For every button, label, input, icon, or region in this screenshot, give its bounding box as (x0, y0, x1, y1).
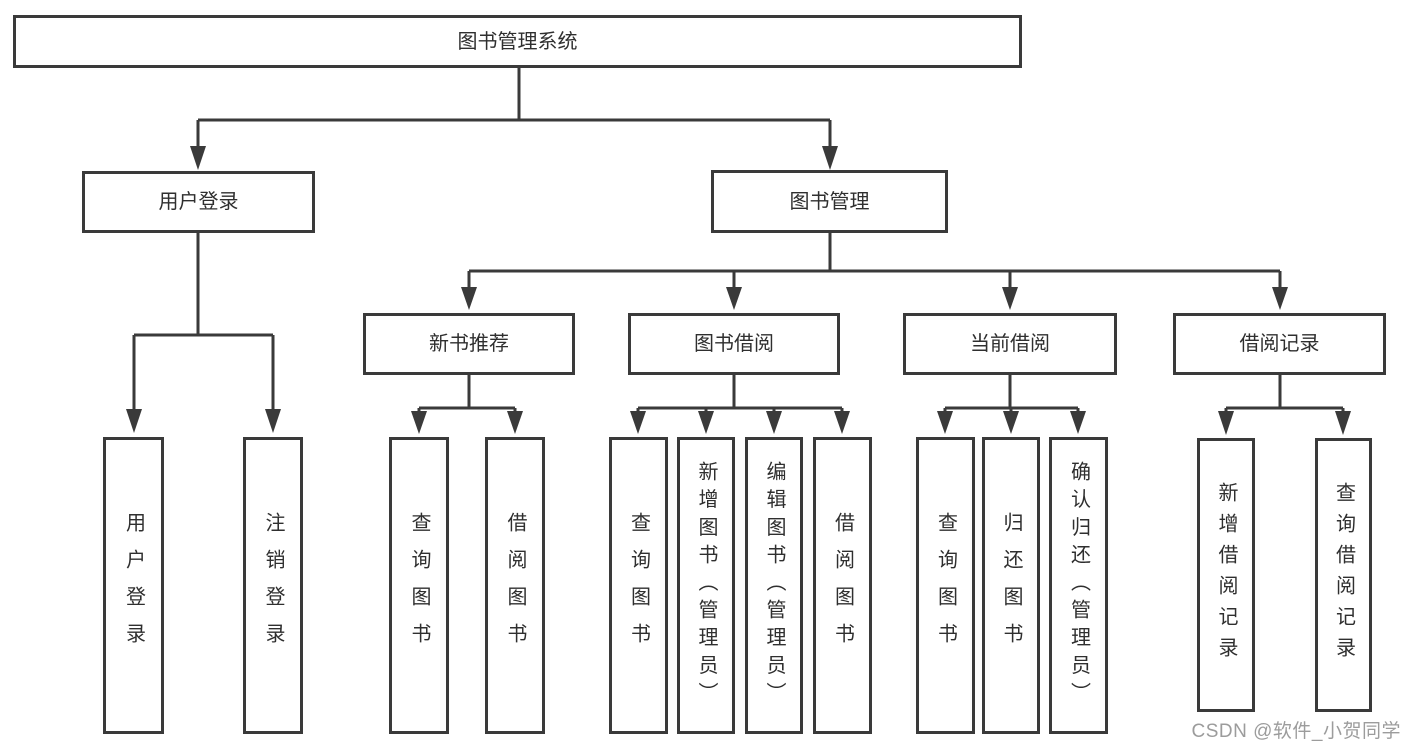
leaf-add-borrow-record: 新增借阅记录 (1197, 438, 1255, 712)
leaf-confirm-return-admin: 确认归还（管理员） (1049, 437, 1108, 734)
node-book-borrow-label: 图书借阅 (694, 333, 774, 355)
arrowhead-icon (1335, 411, 1351, 435)
arrowhead-icon (1272, 287, 1288, 310)
arrowhead-icon (190, 146, 206, 170)
node-book-mgmt: 图书管理 (711, 170, 948, 233)
leaf-query-borrow-record: 查询借阅记录 (1315, 438, 1372, 712)
arrowhead-icon (822, 146, 838, 170)
arrowhead-icon (1070, 411, 1086, 434)
node-current-borrow-label: 当前借阅 (970, 333, 1050, 355)
node-root: 图书管理系统 (13, 15, 1022, 68)
node-book-borrow: 图书借阅 (628, 313, 840, 375)
connector-user-login-children (126, 233, 281, 433)
leaf-user-login: 用户登录 (103, 437, 164, 734)
node-borrow-records-label: 借阅记录 (1239, 333, 1320, 355)
leaf-query-books-1: 查询图书 (389, 437, 449, 734)
leaf-edit-books-admin-label: 编辑图书（管理员） (763, 461, 785, 710)
arrowhead-icon (834, 411, 850, 434)
arrowhead-icon (507, 411, 523, 434)
leaf-user-login-label: 用户登录 (122, 511, 145, 660)
arrowhead-icon (726, 287, 742, 310)
connector-new-books-children (411, 375, 523, 434)
leaf-query-borrow-record-label: 查询借阅记录 (1332, 482, 1355, 668)
node-user-login: 用户登录 (82, 171, 315, 233)
node-book-mgmt-label: 图书管理 (789, 190, 870, 213)
leaf-return-books: 归还图书 (982, 437, 1040, 734)
arrowhead-icon (411, 411, 427, 434)
connector-current-borrow-children (937, 375, 1086, 434)
leaf-borrow-books-1-label: 借阅图书 (504, 511, 526, 660)
leaf-query-books-2: 查询图书 (609, 437, 668, 734)
arrowhead-icon (461, 287, 477, 310)
arrowhead-icon (1003, 411, 1019, 434)
connector-book-mgmt-children (461, 233, 1288, 310)
leaf-query-books-3: 查询图书 (916, 437, 975, 734)
leaf-add-borrow-record-label: 新增借阅记录 (1215, 482, 1237, 668)
leaf-borrow-books-1: 借阅图书 (485, 437, 545, 734)
connector-book-borrow-children (630, 375, 850, 434)
node-root-label: 图书管理系统 (457, 30, 578, 53)
node-current-borrow: 当前借阅 (903, 313, 1117, 375)
leaf-query-books-3-label: 查询图书 (934, 511, 957, 660)
leaf-query-books-2-label: 查询图书 (627, 511, 650, 660)
leaf-confirm-return-admin-label: 确认归还（管理员） (1067, 461, 1090, 710)
leaf-return-books-label: 归还图书 (1000, 511, 1022, 660)
arrowhead-icon (937, 411, 953, 434)
arrowhead-icon (126, 409, 142, 433)
arrowhead-icon (698, 411, 714, 434)
watermark: CSDN @软件_小贺同学 (1191, 721, 1401, 742)
leaf-logout: 注销登录 (243, 437, 303, 734)
node-borrow-records: 借阅记录 (1173, 313, 1386, 375)
node-new-books-label: 新书推荐 (429, 333, 509, 355)
leaf-edit-books-admin: 编辑图书（管理员） (745, 437, 803, 734)
leaf-add-books-admin: 新增图书（管理员） (677, 437, 735, 734)
arrowhead-icon (1218, 411, 1234, 435)
arrowhead-icon (1002, 287, 1018, 310)
arrowhead-icon (630, 411, 646, 434)
leaf-logout-label: 注销登录 (262, 511, 284, 660)
leaf-add-books-admin-label: 新增图书（管理员） (695, 461, 717, 710)
connector-root-to-level2 (190, 68, 838, 170)
leaf-borrow-books-2-label: 借阅图书 (831, 511, 854, 660)
connector-borrow-records-children (1218, 375, 1351, 435)
leaf-query-books-1-label: 查询图书 (408, 511, 430, 660)
node-new-books: 新书推荐 (363, 313, 575, 375)
leaf-borrow-books-2: 借阅图书 (813, 437, 872, 734)
node-user-login-label: 用户登录 (158, 191, 239, 213)
arrowhead-icon (766, 411, 782, 434)
arrowhead-icon (265, 409, 281, 433)
